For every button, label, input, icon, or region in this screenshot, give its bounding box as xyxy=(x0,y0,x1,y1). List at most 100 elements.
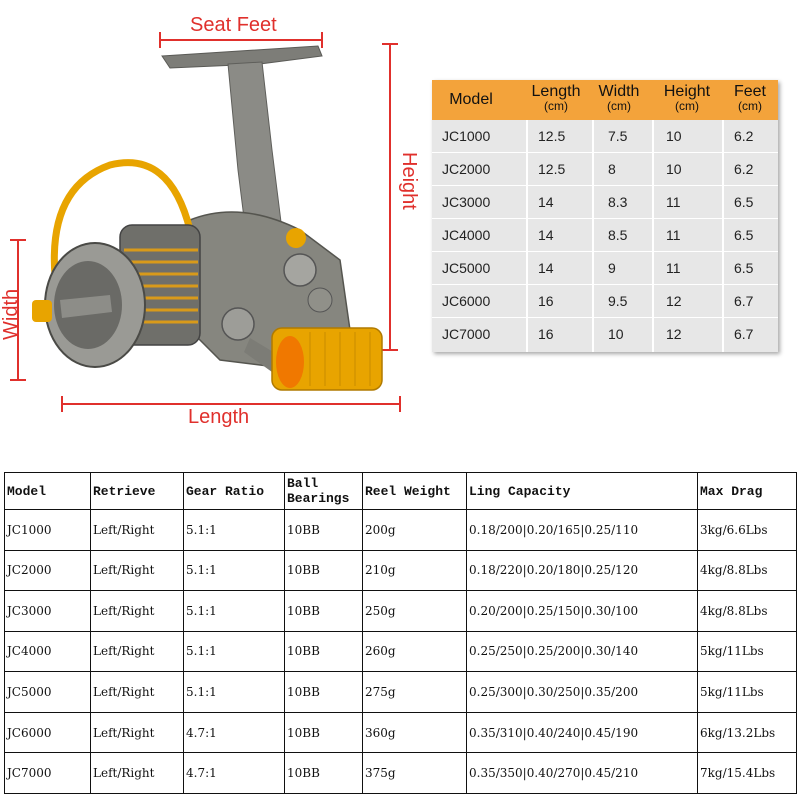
spec-header-line-capacity: Ling Capacity xyxy=(466,472,698,510)
spec-cell: 10BB xyxy=(284,752,363,794)
width-label: Width xyxy=(0,288,22,340)
size-row: JC7000 16 10 12 6.7 xyxy=(432,318,778,351)
size-cell: JC7000 xyxy=(442,326,491,342)
spec-row: JC5000 Left/Right 5.1:1 10BB 275g 0.25/3… xyxy=(4,671,797,713)
spec-cell: Left/Right xyxy=(90,590,184,632)
size-row: JC2000 12.5 8 10 6.2 xyxy=(432,153,778,186)
spec-cell: 4kg/8.8Lbs xyxy=(697,549,797,592)
spec-header-retrieve: Retrieve xyxy=(90,472,184,510)
size-cell: 6.5 xyxy=(734,260,754,276)
spec-cell: 250g xyxy=(362,590,467,632)
spec-cell: 5.1:1 xyxy=(183,630,285,673)
size-cell: 8.5 xyxy=(608,227,628,243)
size-grid-divider xyxy=(432,284,778,285)
size-cell: 11 xyxy=(666,260,681,276)
size-row: JC4000 14 8.5 11 6.5 xyxy=(432,219,778,252)
fishing-reel-illustration xyxy=(10,32,401,412)
size-cell: JC4000 xyxy=(442,227,491,243)
spec-cell: Left/Right xyxy=(90,549,184,592)
size-cell: JC2000 xyxy=(442,161,491,177)
spec-cell: 0.20/200|0.25/150|0.30/100 xyxy=(466,590,698,632)
spec-cell: 200g xyxy=(362,509,467,551)
size-cell: 12.5 xyxy=(538,128,566,144)
size-row: JC6000 16 9.5 12 6.7 xyxy=(432,285,778,318)
size-cell: 9 xyxy=(608,260,616,276)
size-header-model: Model xyxy=(449,91,493,108)
size-cell: 11 xyxy=(666,227,681,243)
spec-cell: 10BB xyxy=(284,549,363,592)
spec-table: Model Retrieve Gear Ratio Ball Bearings … xyxy=(4,472,797,794)
spec-header-row: Model Retrieve Gear Ratio Ball Bearings … xyxy=(4,472,797,510)
spec-row: JC1000 Left/Right 5.1:1 10BB 200g 0.18/2… xyxy=(4,509,797,551)
size-table: Model Length (cm) Width (cm) Height (cm)… xyxy=(432,80,778,352)
size-row: JC3000 14 8.3 11 6.5 xyxy=(432,186,778,219)
size-cell: 6.5 xyxy=(734,227,754,243)
spec-row: JC3000 Left/Right 5.1:1 10BB 250g 0.20/2… xyxy=(4,590,797,632)
size-cell: 16 xyxy=(538,293,554,309)
spec-cell: 0.35/310|0.40/240|0.45/190 xyxy=(466,711,698,754)
size-cell: 16 xyxy=(538,326,554,342)
spec-cell: 5.1:1 xyxy=(183,671,285,713)
size-cell: 12 xyxy=(666,326,682,342)
size-cell: 6.7 xyxy=(734,293,754,309)
size-grid-divider xyxy=(432,251,778,252)
size-grid-divider xyxy=(652,120,654,352)
spec-cell: 5kg/11Lbs xyxy=(697,671,797,713)
size-cell: JC5000 xyxy=(442,260,491,276)
spec-cell: Left/Right xyxy=(90,752,184,794)
spec-cell: JC4000 xyxy=(4,630,91,673)
size-cell: 14 xyxy=(538,194,554,210)
size-header-length: Length (cm) xyxy=(531,83,581,113)
spec-cell: 10BB xyxy=(284,711,363,754)
size-cell: 10 xyxy=(608,326,624,342)
size-cell: JC3000 xyxy=(442,194,491,210)
spec-cell: 6kg/13.2Lbs xyxy=(697,711,797,754)
spec-cell: 0.25/250|0.25/200|0.30/140 xyxy=(466,630,698,673)
spec-cell: JC6000 xyxy=(4,711,91,754)
spec-cell: 0.35/350|0.40/270|0.45/210 xyxy=(466,752,698,794)
size-row: JC1000 12.5 7.5 10 6.2 xyxy=(432,120,778,153)
spec-cell: 210g xyxy=(362,549,467,592)
size-grid-divider xyxy=(432,185,778,186)
spec-cell: JC1000 xyxy=(4,509,91,551)
spec-cell: 5.1:1 xyxy=(183,590,285,632)
spec-cell: 5.1:1 xyxy=(183,509,285,551)
spec-cell: 0.18/220|0.20/180|0.25/120 xyxy=(466,549,698,592)
size-grid-divider xyxy=(432,218,778,219)
size-grid-divider xyxy=(432,317,778,318)
spec-header-reel-weight: Reel Weight xyxy=(362,472,467,510)
size-cell: JC6000 xyxy=(442,293,491,309)
size-cell: 14 xyxy=(538,260,554,276)
size-grid-divider xyxy=(432,152,778,153)
size-grid-divider xyxy=(722,120,724,352)
size-cell: 10 xyxy=(666,128,682,144)
spec-cell: 5kg/11Lbs xyxy=(697,630,797,673)
seat-feet-label: Seat Feet xyxy=(190,14,277,36)
spec-row: JC7000 Left/Right 4.7:1 10BB 375g 0.35/3… xyxy=(4,752,797,794)
spec-header-model: Model xyxy=(4,472,91,510)
size-cell: 10 xyxy=(666,161,682,177)
spec-cell: Left/Right xyxy=(90,671,184,713)
spec-cell: Left/Right xyxy=(90,630,184,673)
spec-cell: JC2000 xyxy=(4,549,91,592)
size-cell: 6.7 xyxy=(734,326,754,342)
spec-cell: 0.25/300|0.30/250|0.35/200 xyxy=(466,671,698,713)
spec-cell: 10BB xyxy=(284,630,363,673)
spec-cell: 0.18/200|0.20/165|0.25/110 xyxy=(466,509,698,551)
spec-cell: Left/Right xyxy=(90,509,184,551)
size-row: JC5000 14 9 11 6.5 xyxy=(432,252,778,285)
spec-row: JC4000 Left/Right 5.1:1 10BB 260g 0.25/2… xyxy=(4,630,797,673)
size-cell: 12 xyxy=(666,293,682,309)
size-cell: 9.5 xyxy=(608,293,628,309)
size-cell: 6.2 xyxy=(734,128,754,144)
size-header-feet: Feet (cm) xyxy=(733,83,766,113)
size-cell: 12.5 xyxy=(538,161,566,177)
size-cell: 8.3 xyxy=(608,194,628,210)
spec-cell: 5.1:1 xyxy=(183,549,285,592)
spec-header-ball-bearings: Ball Bearings xyxy=(284,472,363,510)
size-grid-divider xyxy=(526,120,528,352)
spec-cell: 10BB xyxy=(284,590,363,632)
spec-cell: JC5000 xyxy=(4,671,91,713)
size-cell: 11 xyxy=(666,194,681,210)
size-header-height: Height (cm) xyxy=(663,83,711,113)
